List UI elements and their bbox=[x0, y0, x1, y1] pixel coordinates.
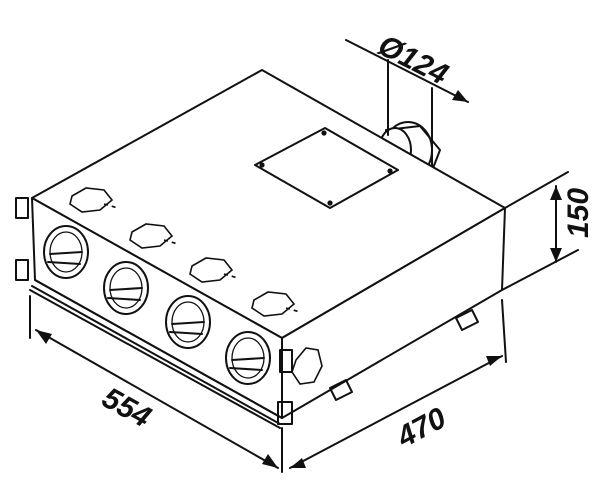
outlet-1 bbox=[43, 225, 89, 279]
knockout-3 bbox=[189, 257, 239, 283]
mounting-bracket-left-bottom bbox=[15, 259, 29, 281]
mounting-bracket-side-1 bbox=[329, 379, 353, 401]
mounting-bracket-right-bottom bbox=[277, 401, 293, 425]
mounting-bracket-side-2 bbox=[455, 309, 479, 331]
dimension-height: 150 bbox=[501, 171, 595, 291]
side-knockout bbox=[291, 347, 323, 385]
dimension-diameter: Ø124 bbox=[345, 29, 469, 103]
outlet-4 bbox=[225, 331, 271, 385]
diameter-label: Ø124 bbox=[373, 29, 454, 92]
inspection-hatch bbox=[254, 127, 399, 209]
outlet-2 bbox=[103, 261, 149, 315]
length-label: 554 bbox=[97, 381, 157, 434]
mounting-bracket-left-top bbox=[15, 197, 29, 219]
knockout-4 bbox=[251, 291, 301, 317]
mounting-bracket-right-top bbox=[279, 349, 293, 373]
front-rail bbox=[29, 279, 283, 429]
knockout-1 bbox=[69, 187, 119, 213]
knockout-2 bbox=[129, 223, 179, 249]
height-label: 150 bbox=[562, 188, 595, 238]
outlet-3 bbox=[165, 295, 211, 349]
